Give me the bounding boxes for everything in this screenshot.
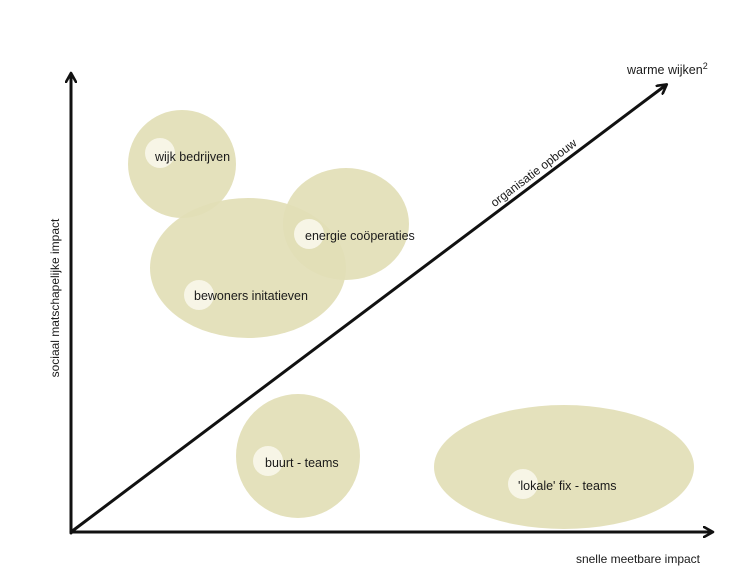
diagonal-label: organisatie opbouw — [488, 136, 580, 210]
bubble-label: energie coöperaties — [305, 229, 415, 243]
bubble-highlight — [508, 469, 538, 499]
bubble-highlight — [184, 280, 214, 310]
bubble-highlight — [253, 446, 283, 476]
bubble-shape — [434, 405, 694, 529]
diagonal-end-label: warme wijken2 — [626, 61, 708, 77]
bubble-shape — [283, 168, 409, 280]
y-axis-label: sociaal matschapelijke impact — [48, 218, 62, 377]
x-axis-label: snelle meetbare impact — [576, 552, 701, 566]
bubble-label: bewoners initatieven — [194, 289, 308, 303]
bubble-lokale-fix-teams: 'lokale' fix - teams — [434, 405, 694, 529]
bubble-highlight — [294, 219, 324, 249]
diagonal-end-label-superscript: 2 — [703, 61, 708, 71]
bubble-buurt-teams: buurt - teams — [236, 394, 360, 518]
bubble-label: wijk bedrijven — [154, 150, 230, 164]
bubble-shape — [128, 110, 236, 218]
bubble-label: buurt - teams — [265, 456, 339, 470]
bubble-shape — [236, 394, 360, 518]
diagonal-arrow-line — [69, 85, 666, 534]
bubble-wijk-bedrijven: wijk bedrijven — [128, 110, 236, 218]
bubble-label: 'lokale' fix - teams — [518, 479, 617, 493]
bubble-energie-cooperaties: energie coöperaties — [283, 168, 415, 280]
bubble-highlight — [145, 138, 175, 168]
diagonal-end-label-text: warme wijken — [626, 63, 703, 77]
